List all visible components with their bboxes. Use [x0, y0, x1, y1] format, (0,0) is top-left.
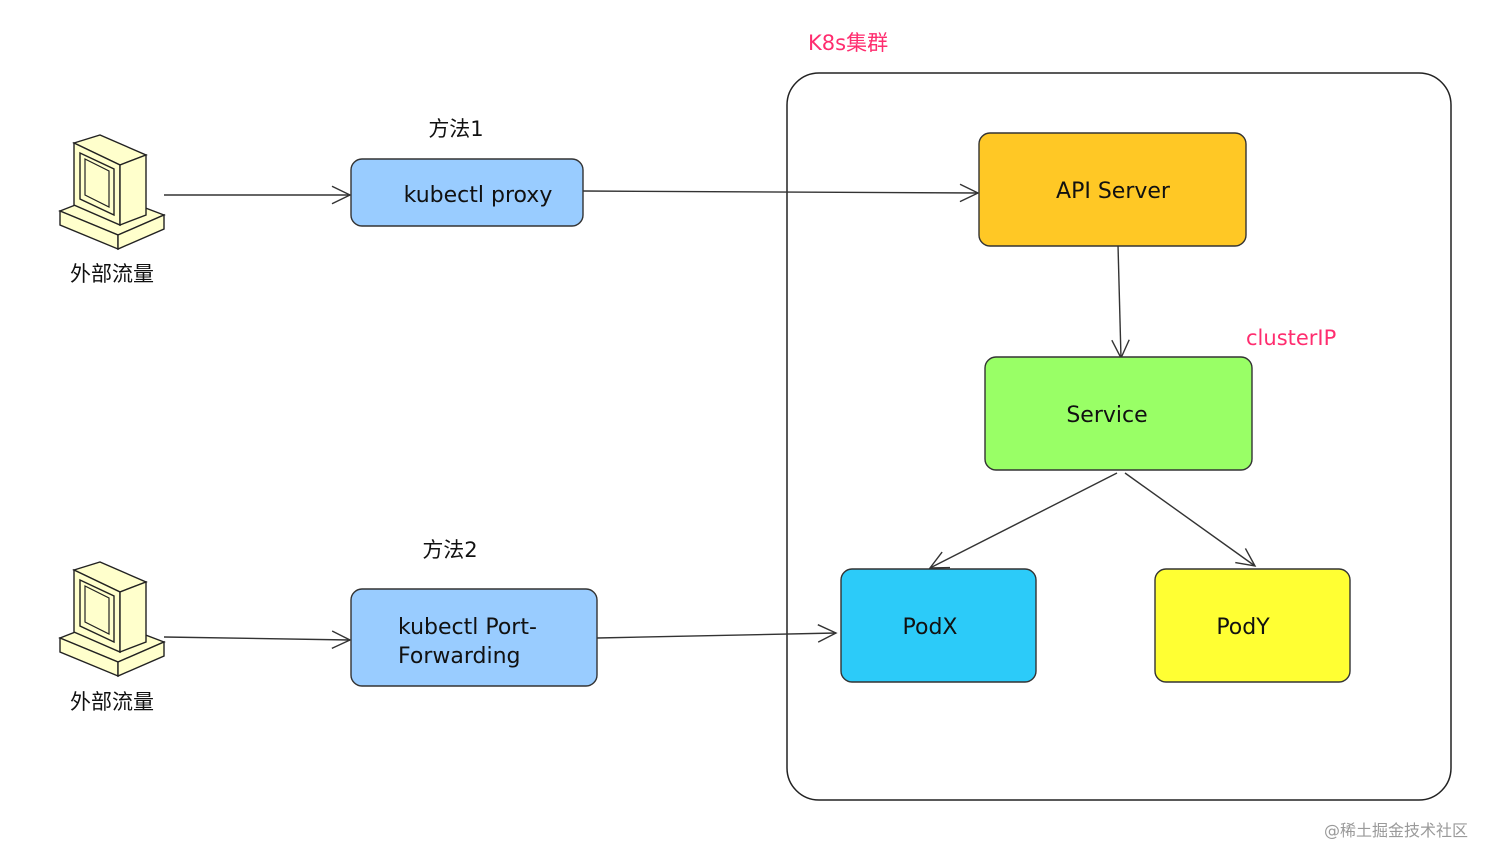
arrowhead-kubectl-port-forwarding-to-podx: [817, 624, 838, 643]
edges-layer: [163, 190, 1256, 641]
api-server-label: API Server: [1056, 179, 1171, 204]
podx-node: PodX: [840, 568, 1037, 683]
method-2-label: 方法2: [422, 538, 477, 562]
arrowhead-service-to-podx: [928, 551, 951, 569]
api-server-node: API Server: [978, 132, 1247, 247]
watermark-text: @稀土掘金技术社区: [1324, 821, 1468, 840]
arrowhead-kubectl-proxy-to-api-server: [959, 183, 980, 203]
kubectl-port-forwarding-label-line-1: kubectl Port-: [398, 615, 537, 640]
edge-client2-to-kubectl-port-forwarding: [163, 636, 351, 641]
arrowhead-client-1-to-kubectl-proxy: [331, 185, 352, 205]
method-1-label: 方法1: [428, 117, 483, 141]
k8s-cluster-boundary: [786, 72, 1452, 801]
service-node: Service: [984, 356, 1253, 471]
edge-kubectl-port-forwarding-to-podx: [596, 632, 837, 639]
kubectl-proxy-label: kubectl proxy: [404, 183, 553, 208]
edge-service-to-pody: [1124, 472, 1256, 567]
service-box: [984, 356, 1253, 471]
service-label: Service: [1066, 403, 1147, 428]
edge-service-to-podx: [929, 472, 1118, 569]
pody-label: PodY: [1216, 615, 1270, 640]
kubectl-proxy-node: kubectl proxy: [350, 158, 584, 227]
arrowheads-layer: [331, 183, 1257, 650]
kubectl-port-forwarding-label-line-2: Forwarding: [398, 644, 521, 669]
k8s-cluster-label: K8s集群: [808, 31, 888, 55]
kubectl-port-forwarding-box: [350, 588, 598, 687]
podx-label: PodX: [903, 615, 958, 640]
api-server-box: [978, 132, 1247, 247]
kubectl-proxy-box: [350, 158, 584, 227]
arrowhead-service-to-pody: [1235, 548, 1257, 567]
desktop-computer-icon: [58, 134, 166, 251]
kubectl-port-forwarding-node: kubectl Port- Forwarding: [350, 588, 598, 687]
podx-box: [840, 568, 1037, 683]
cluster-ip-annotation: clusterIP: [1246, 326, 1336, 350]
pody-node: PodY: [1154, 568, 1351, 683]
desktop-computer-icon: [58, 561, 166, 678]
arrowhead-client-2-to-kubectl-port-forwarding: [331, 630, 352, 650]
edge-api-server-to-service: [1117, 244, 1122, 359]
edge-kubectl-proxy-to-api-server: [582, 190, 979, 194]
pody-box: [1154, 568, 1351, 683]
client-label: 外部流量: [70, 690, 154, 714]
client-label: 外部流量: [70, 262, 154, 286]
